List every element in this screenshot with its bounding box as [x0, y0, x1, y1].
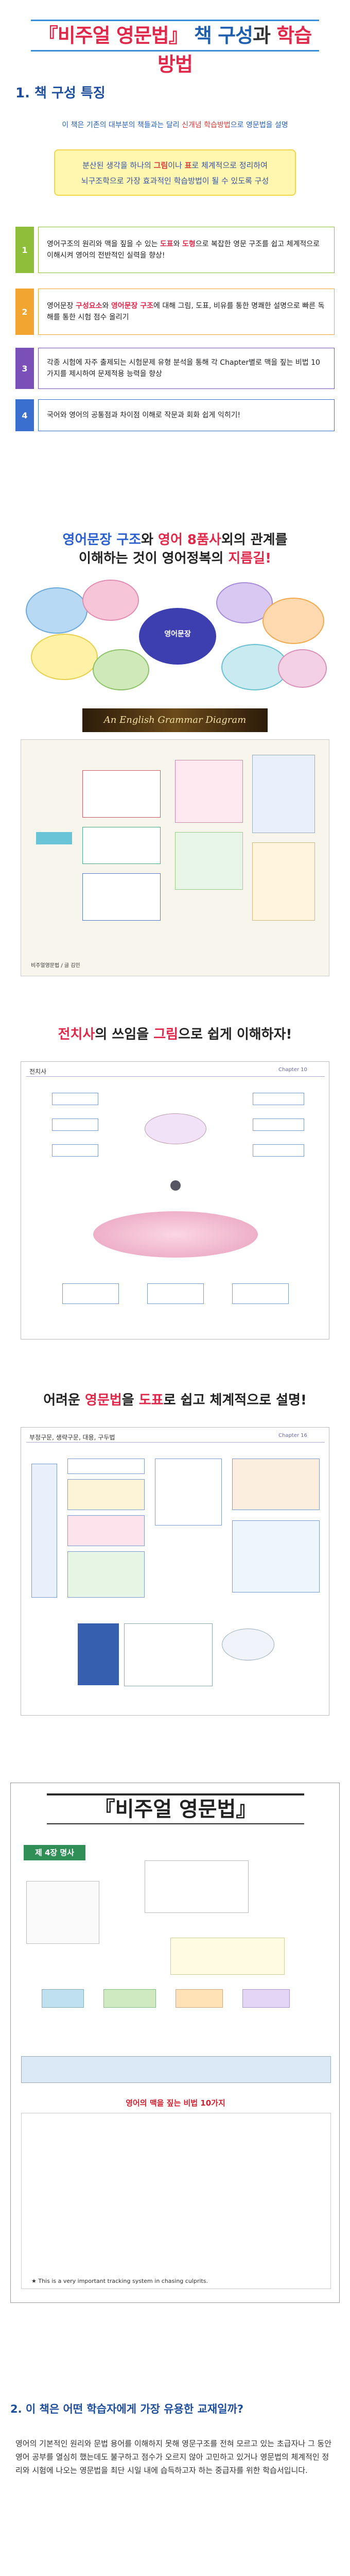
section2-body: 영어의 기본적인 원리와 문법 용어를 이해하지 못해 영문구조를 전혀 모르고… [15, 2439, 331, 2475]
section1-intro: 이 책은 기존의 대부분의 책들과는 달리 신개념 학습방법으로 영문법을 설명 [62, 121, 288, 129]
summary-banner: 분산된 생각을 하나의 그림이나 표로 체계적으로 정리하여 뇌구조학으로 가장… [54, 149, 296, 196]
page-title: 『비주얼 영문법』 책 구성과 학습방법 [31, 20, 319, 76]
table-caption: 어려운 영문법을 도표로 쉽고 체계적으로 설명! [43, 1393, 307, 1408]
feature-item-1: 1 영어구조의 원리와 맥을 짚을 수 있는 도표와 도형으로 복잡한 영문 구… [15, 227, 335, 273]
preposition-caption: 전치사의 쓰임을 그림으로 쉽게 이해하자! [58, 1027, 292, 1042]
preposition-diagram-image: 전치사 Chapter 10 [21, 1061, 329, 1340]
grammar-diagram-image: An English Grammar Diagram 비주얼영문법 / 글 김민 [21, 708, 329, 976]
page-header: 『비주얼 영문법』 책 구성과 학습방법 [0, 0, 350, 76]
feature-item-2: 2 영어문장 구성요소와 영어문장 구조에 대해 그림, 도표, 비유를 통한 … [15, 289, 335, 335]
section1-heading: 1. 책 구성 특징 [15, 86, 106, 101]
mindmap-caption: 영어문장 구조와 영어 8품사외의 관계를 이해하는 것이 영어정복의 지름길! [62, 532, 288, 566]
sample-page-image: 『비주얼 영문법』 제 4장 명사 영어의 맥을 짚는 비법 10가지 ★ Th… [10, 1783, 340, 2303]
feature-item-4: 4 국어와 영어의 공통점과 차이점 이해로 작문과 회화 쉽게 익히기! [15, 399, 335, 431]
feature-item-3: 3 각종 시험에 자주 출제되는 시험문제 유형 분석을 통해 각 Chapte… [15, 348, 335, 389]
table-diagram-image: 부정구문, 생략구문, 대용, 구두법 Chapter 16 [21, 1427, 329, 1716]
section2-heading: 2. 이 책은 어떤 학습자에게 가장 유용한 교재일까? [10, 2403, 244, 2415]
mindmap-bubbles-image: 영어문장 [21, 577, 329, 696]
